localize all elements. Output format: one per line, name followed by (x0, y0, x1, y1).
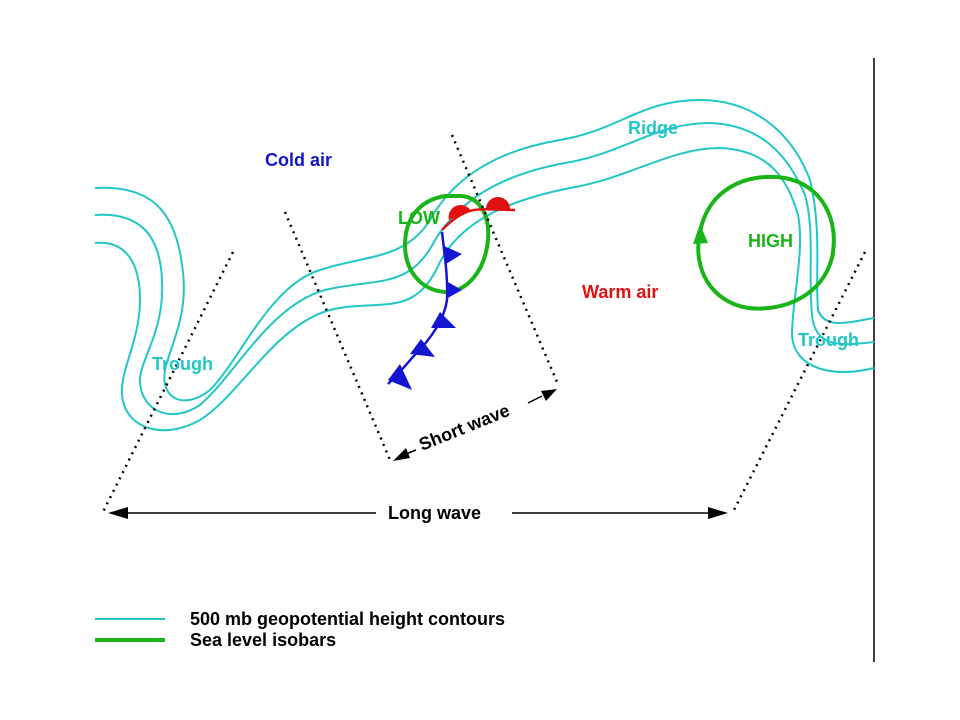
short-wave-label: Short wave (416, 400, 513, 455)
long-wave-arrowhead-right (708, 507, 728, 519)
cold-air-label: Cold air (265, 150, 332, 170)
long-wave-arrow (108, 507, 728, 519)
short-wave-arrow (393, 389, 557, 461)
warm-front-line (441, 207, 516, 231)
trough-left-label: Trough (152, 354, 213, 374)
short-wave-arrowhead-right (541, 389, 557, 401)
trough-right-label: Trough (798, 330, 859, 350)
cold-front-triangle (444, 246, 462, 264)
ridge-label: Ridge (628, 118, 678, 138)
warm-front-semicircle (486, 197, 510, 209)
short-wave-line-right (527, 395, 543, 404)
long-wave-right-boundary (731, 251, 867, 513)
cold-front-triangle (410, 339, 435, 357)
wave-boundaries (101, 134, 867, 513)
cold-front (387, 231, 462, 390)
cold-front-triangle (431, 312, 456, 328)
short-wave-arrowhead-left (393, 448, 410, 461)
legend-contours-label: 500 mb geopotential height contours (190, 609, 505, 629)
warm-front (441, 197, 516, 231)
warm-front-semicircle (448, 205, 471, 220)
cold-front-line (387, 231, 449, 385)
sea-level-isobars (402, 175, 836, 311)
short-wave-right-boundary (450, 134, 559, 383)
long-wave-label: Long wave (388, 503, 481, 523)
contour-inner (94, 146, 875, 432)
warm-air-label: Warm air (582, 282, 658, 302)
cold-front-triangle (388, 364, 412, 390)
height-contours (94, 98, 875, 432)
isobar-arrow-head (693, 224, 708, 244)
contour-middle (94, 121, 875, 416)
legend: 500 mb geopotential height contours Sea … (95, 609, 505, 650)
high-isobar (696, 175, 836, 311)
high-label: HIGH (748, 231, 793, 251)
long-wave-arrowhead-left (108, 507, 128, 519)
low-isobar (402, 194, 491, 295)
legend-isobars-label: Sea level isobars (190, 630, 336, 650)
low-label: LOW (398, 208, 440, 228)
cold-front-triangle (446, 281, 462, 299)
short-wave-left-boundary (283, 211, 392, 461)
